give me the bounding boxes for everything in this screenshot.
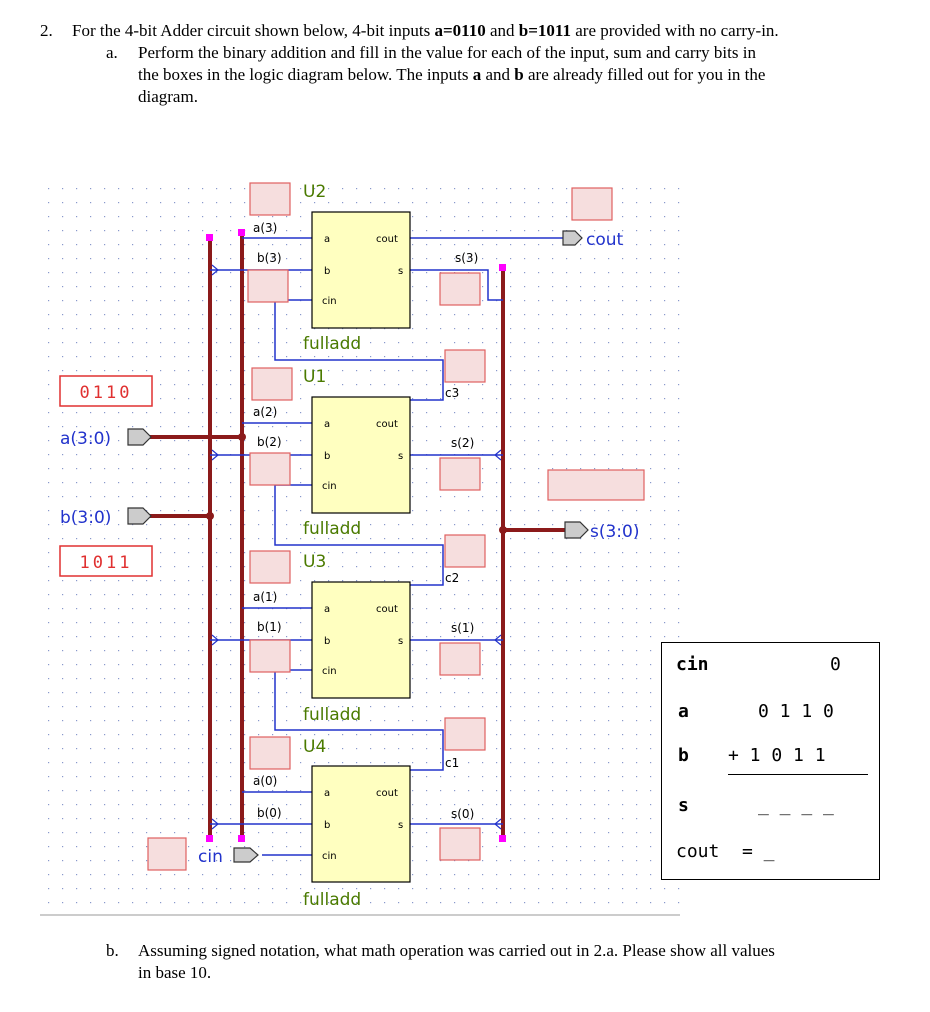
svg-text:s: s [398,820,403,831]
svg-text:a(3): a(3) [253,221,277,235]
svg-text:b(0): b(0) [257,806,282,820]
part-b-text: Assuming signed notation, what math oper… [138,941,775,982]
svg-text:cin: cin [322,851,337,862]
svg-text:a: a [324,234,330,245]
svg-text:a: a [324,604,330,615]
svg-text:b(3): b(3) [257,251,282,265]
svg-text:U1: U1 [303,367,326,387]
s-label: s [678,795,689,816]
svg-text:s(0): s(0) [451,807,474,821]
a-value: 0 1 1 0 [758,701,834,722]
svg-text:a(1): a(1) [253,590,277,604]
io-labels: a(3:0) b(3:0) cout s(3:0) cin [60,230,639,867]
svg-text:s(3): s(3) [455,251,478,265]
svg-text:U2: U2 [303,182,326,202]
svg-text:s: s [398,266,403,277]
pin-markers [206,229,506,842]
svg-text:s(2): s(2) [451,436,474,450]
svg-text:cout: cout [586,230,624,250]
svg-text:a(0): a(0) [253,774,277,788]
input-b-value: 1011 [80,553,133,573]
svg-text:U3: U3 [303,552,326,572]
svg-text:c1: c1 [445,756,459,770]
svg-text:s(3:0): s(3:0) [590,522,639,542]
svg-text:b: b [324,820,330,831]
b-label: b [678,745,689,766]
svg-text:b: b [324,451,330,462]
cin-value: 0 [830,654,841,675]
svg-text:c2: c2 [445,571,459,585]
svg-text:fulladd: fulladd [303,519,361,539]
svg-text:U4: U4 [303,737,326,757]
svg-text:a(2): a(2) [253,405,277,419]
svg-text:s: s [398,636,403,647]
svg-text:cout: cout [376,419,398,430]
svg-text:s: s [398,451,403,462]
svg-text:cout: cout [376,788,398,799]
given-inputs [59,375,153,577]
wire-labels: a(3) b(3) s(3) a(2) b(2) s(2) a(1) b(1) s(1) a… [253,221,478,821]
sum-rule [728,774,868,775]
svg-text:a(3:0): a(3:0) [60,429,111,449]
svg-text:b(1): b(1) [257,620,282,634]
s-value[interactable]: _ _ _ _ [758,795,834,816]
b-value: + 1 0 1 1 [728,745,826,766]
question-number: 2. [40,21,53,40]
bus-lines [150,235,565,838]
svg-text:s(1): s(1) [451,621,474,635]
svg-text:cin: cin [322,296,337,307]
svg-text:b: b [324,266,330,277]
question-text: For the 4-bit Adder circuit shown below,… [72,21,779,40]
svg-text:c3: c3 [445,386,459,400]
svg-text:b(3:0): b(3:0) [60,508,111,528]
part-a-text: Perform the binary addition and fill in … [138,43,766,106]
bus-junctions [206,433,507,534]
svg-text:cin: cin [198,847,223,867]
part-a-label: a. [106,43,118,62]
svg-text:a: a [324,419,330,430]
addition-worksheet: cin 0 a 0 1 1 0 b + 1 0 1 1 s _ _ _ _ co… [661,642,880,880]
bus-taps [211,264,502,830]
svg-text:fulladd: fulladd [303,334,361,354]
cout-label: cout [676,841,720,862]
cout-value[interactable]: = _ [742,841,775,862]
svg-text:cin: cin [322,481,337,492]
port-labels: a b cin cout s a b cin cout s a b cin cout s a b ci… [322,234,403,862]
fulladd-blocks [311,211,411,883]
cin-label: cin [676,654,709,675]
part-b-label: b. [106,941,119,960]
svg-text:b(2): b(2) [257,435,282,449]
svg-text:b: b [324,636,330,647]
input-a-value: 0110 [80,383,133,403]
unit-labels: U2 U1 U3 U4 fulladd fulladd fulladd full… [303,182,361,910]
port-arrows [127,230,589,863]
a-label: a [678,701,689,722]
answer-boxes[interactable] [147,182,645,871]
svg-text:fulladd: fulladd [303,705,361,725]
svg-text:cout: cout [376,604,398,615]
svg-text:cout: cout [376,234,398,245]
svg-text:cin: cin [322,666,337,677]
svg-text:a: a [324,788,330,799]
svg-text:fulladd: fulladd [303,890,361,910]
